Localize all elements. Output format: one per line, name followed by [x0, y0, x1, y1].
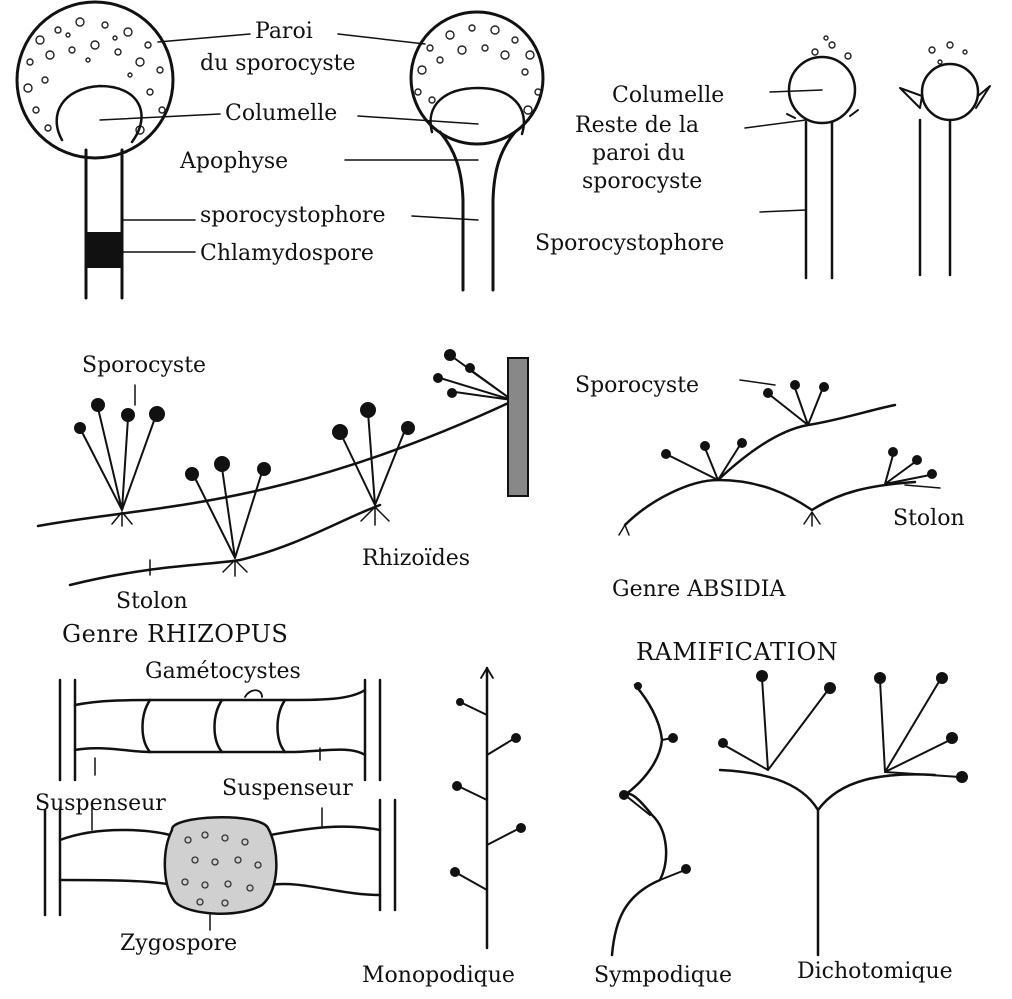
- label-paroi: Paroi: [255, 19, 313, 44]
- label-rhizoides: Rhizoïdes: [362, 546, 470, 571]
- label-sporocyste-right: sporocyste: [582, 169, 702, 194]
- zygospore-body: [165, 817, 277, 913]
- sporangiophore-group-1: [74, 398, 165, 526]
- label-genre-rhizopus: Genre RHIZOPUS: [62, 620, 288, 648]
- label-suspenseur-right: Suspenseur: [222, 776, 353, 801]
- columella-after-release: Columelle Reste de la paroi du sporocyst…: [535, 36, 990, 278]
- label-zygospore: Zygospore: [120, 931, 237, 956]
- label-ramification: RAMIFICATION: [636, 638, 838, 666]
- label-chlamydospore: Chlamydospore: [200, 241, 374, 266]
- label-paroi-du: paroi du: [592, 141, 685, 166]
- label-reste-de-la: Reste de la: [575, 113, 699, 138]
- label-genre-absidia: Genre ABSIDIA: [612, 577, 786, 602]
- sporangiophore-group-2: [185, 456, 271, 576]
- spores-texture-right: [415, 25, 541, 114]
- spores-texture-left: [24, 18, 165, 134]
- chlamydospore-block: [86, 232, 122, 268]
- label-gametocystes: Gamétocystes: [145, 659, 301, 684]
- label-dichotomique: Dichotomique: [797, 959, 953, 984]
- sporangiophore-group-4: [433, 349, 512, 400]
- label-columelle-right: Columelle: [612, 83, 724, 108]
- zygospore-drawing: Gamétocystes Suspenseur Suspenseur Zygos…: [35, 659, 395, 956]
- label-du-sporocyste: du sporocyste: [200, 51, 356, 76]
- dichotomous-branch: [718, 670, 968, 955]
- label-apophyse: Apophyse: [179, 149, 288, 174]
- sporocyst-structure-left: Paroi du sporocyste Columelle Apophyse s…: [17, 2, 543, 298]
- label-stolon-rhizopus: Stolon: [116, 589, 188, 614]
- sympodial-branch: [612, 682, 691, 955]
- ramification-drawing: RAMIFICATION Monopodi: [362, 638, 968, 988]
- label-sporocyste-rhizopus: Sporocyste: [82, 353, 206, 378]
- monopodial-branch: [450, 668, 526, 948]
- label-monopodique: Monopodique: [362, 963, 515, 988]
- rhizopus-drawing: Sporocyste Rhizoïdes Stolon Genre RHIZOP…: [38, 349, 528, 648]
- label-suspenseur-left: Suspenseur: [35, 791, 166, 816]
- label-sporocystophore-left: sporocystophore: [200, 203, 386, 228]
- label-columelle-left: Columelle: [225, 101, 337, 126]
- label-sporocyste-absidia: Sporocyste: [575, 373, 699, 398]
- substrate-bar: [508, 358, 528, 496]
- label-stolon-absidia: Stolon: [893, 506, 965, 531]
- absidia-drawing: Sporocyste Stolon Genre ABSIDIA: [575, 373, 965, 602]
- label-sympodique: Sympodique: [594, 963, 732, 988]
- label-sporocystophore-right: Sporocystophore: [535, 231, 724, 256]
